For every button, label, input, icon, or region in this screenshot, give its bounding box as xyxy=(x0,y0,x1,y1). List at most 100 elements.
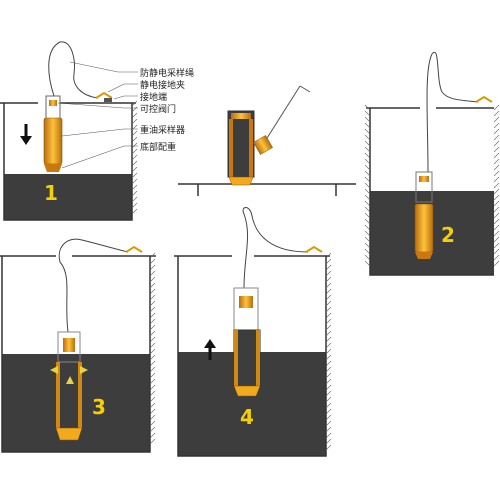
hatch-line xyxy=(325,312,332,319)
hatch-line xyxy=(149,270,156,277)
hatch-line xyxy=(131,184,138,191)
hatch-line xyxy=(493,122,500,129)
hatch-line xyxy=(364,254,371,261)
hatch-line xyxy=(325,420,332,427)
hatch-line xyxy=(493,248,500,255)
hatch-line xyxy=(131,130,138,137)
hatch-line xyxy=(131,148,138,155)
hatch-line xyxy=(364,140,371,147)
hatch-line xyxy=(493,194,500,201)
hatch-line xyxy=(149,336,156,343)
hatch-line xyxy=(364,176,371,183)
hatch-line xyxy=(149,360,156,367)
hatch-line xyxy=(364,230,371,237)
hatch-line xyxy=(493,146,500,153)
hatch-line xyxy=(149,342,156,349)
hatch-line xyxy=(149,408,156,415)
hatch-line xyxy=(325,288,332,295)
hatch-line xyxy=(493,110,500,117)
hatch-line xyxy=(325,258,332,265)
wall-hatching xyxy=(131,100,500,451)
hatch-line xyxy=(364,116,371,123)
hatch-line xyxy=(131,112,138,119)
hatch-line xyxy=(364,164,371,171)
tank-2-sampler xyxy=(414,203,434,253)
hatch-line xyxy=(493,254,500,261)
hatch-line xyxy=(149,252,156,259)
hatch-line xyxy=(325,444,332,451)
hatch-line xyxy=(131,160,138,167)
hatch-line xyxy=(364,122,371,129)
hatch-line xyxy=(493,188,500,195)
hatch-line xyxy=(131,142,138,149)
hatch-line xyxy=(149,276,156,283)
hatch-line xyxy=(149,366,156,373)
hatch-line xyxy=(325,378,332,385)
hatch-line xyxy=(131,178,138,185)
hatch-line xyxy=(364,182,371,189)
hatch-line xyxy=(325,348,332,355)
hatch-line xyxy=(364,170,371,177)
hatch-line xyxy=(149,402,156,409)
hatch-line xyxy=(493,236,500,243)
hatch-line xyxy=(325,390,332,397)
hatch-line xyxy=(493,170,500,177)
tank-1-wall xyxy=(3,103,133,221)
hatch-line xyxy=(493,212,500,219)
hatch-line xyxy=(493,152,500,159)
hatch-line xyxy=(364,236,371,243)
step-number-3: 3 xyxy=(92,395,106,419)
hatch-line xyxy=(493,140,500,147)
tank-4-rope xyxy=(242,207,309,289)
grounding-clamp-icon xyxy=(305,245,323,253)
tank-3: 3 xyxy=(0,238,156,453)
hatch-line xyxy=(149,372,156,379)
hatch-line xyxy=(149,396,156,403)
hatch-line xyxy=(493,158,500,165)
hatch-line xyxy=(325,414,332,421)
hatch-line xyxy=(493,164,500,171)
label-valve: 可控阀门 xyxy=(140,103,176,115)
hatch-line xyxy=(493,224,500,231)
hatch-line xyxy=(493,260,500,267)
hatch-line xyxy=(325,330,332,337)
tank-3-rope xyxy=(58,238,129,333)
grounding-clamp-icon xyxy=(125,245,143,253)
step-number-2: 2 xyxy=(441,223,455,247)
hatch-line xyxy=(364,104,371,111)
hatch-line xyxy=(325,402,332,409)
grounding-clamp-icon xyxy=(475,95,493,103)
hatch-line xyxy=(131,136,138,143)
hatch-line xyxy=(493,182,500,189)
hatch-line xyxy=(364,224,371,231)
tank-1-liquid xyxy=(4,174,132,220)
hatch-line xyxy=(325,366,332,373)
tank-1-rope xyxy=(48,41,99,99)
label-leaders xyxy=(57,61,138,169)
tank-1-weight xyxy=(44,164,62,172)
hatch-line xyxy=(131,172,138,179)
hatch-line xyxy=(149,282,156,289)
hatch-line xyxy=(131,190,138,197)
hatch-line xyxy=(149,378,156,385)
step-number-1: 1 xyxy=(44,181,58,205)
hatch-line xyxy=(364,206,371,213)
hatch-line xyxy=(493,218,500,225)
hatch-line xyxy=(325,270,332,277)
hatch-line xyxy=(325,360,332,367)
hatch-line xyxy=(149,324,156,331)
hatch-line xyxy=(325,426,332,433)
hatch-line xyxy=(325,342,332,349)
hatch-line xyxy=(131,166,138,173)
grounding-terminal-icon xyxy=(104,98,112,102)
hatch-line xyxy=(131,196,138,203)
bench-illustration xyxy=(178,85,356,196)
hatch-line xyxy=(131,154,138,161)
tank-4: 4 xyxy=(174,207,330,457)
hatch-line xyxy=(325,264,332,271)
hatch-line xyxy=(131,106,138,113)
hatch-line xyxy=(325,318,332,325)
hatch-line xyxy=(364,194,371,201)
hatch-line xyxy=(149,354,156,361)
